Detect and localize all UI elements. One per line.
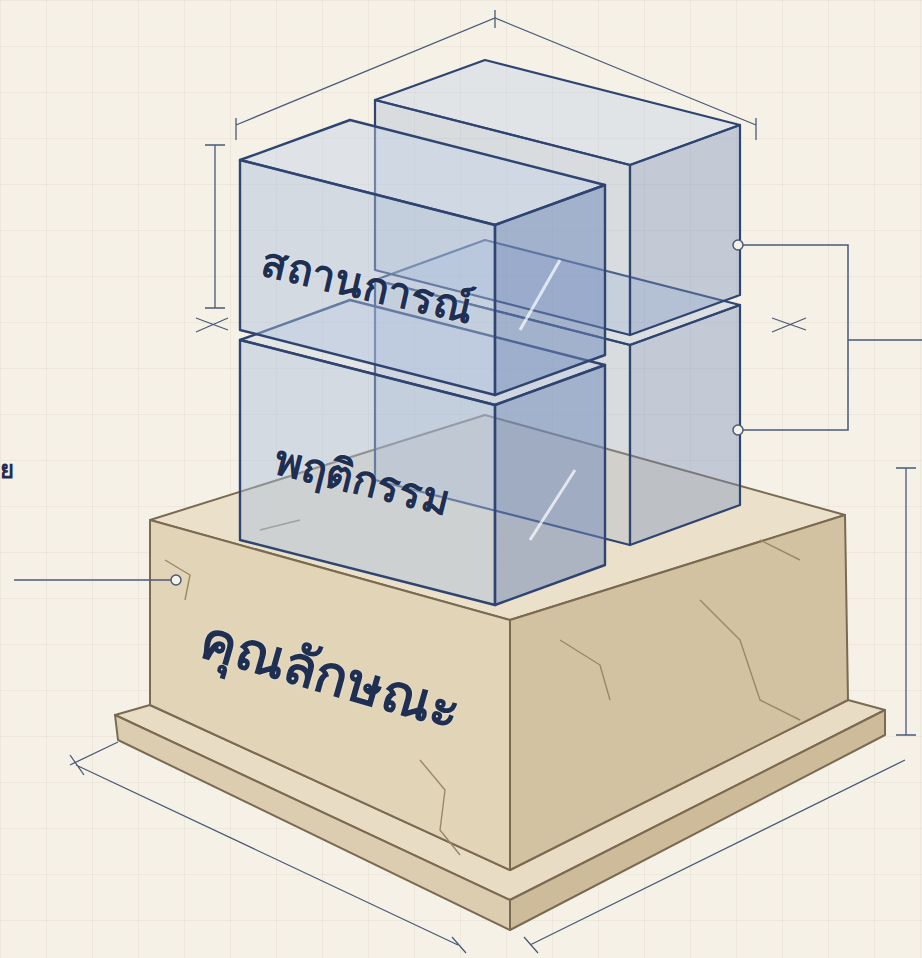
node-label: พฤติกรรม bbox=[268, 426, 458, 533]
cut-off-label: ย bbox=[0, 450, 14, 489]
front-glass-boxes bbox=[240, 120, 605, 605]
dimension-lines bbox=[70, 10, 916, 953]
node-label: สถานการณ์ bbox=[255, 229, 479, 342]
glass-box: สถานการณ์ bbox=[240, 200, 495, 370]
stone-pedestal: คุณลักษณะ bbox=[150, 590, 510, 760]
node-label: คุณลักษณะ bbox=[190, 597, 470, 753]
glass-box: พฤติกรรม bbox=[240, 390, 485, 570]
